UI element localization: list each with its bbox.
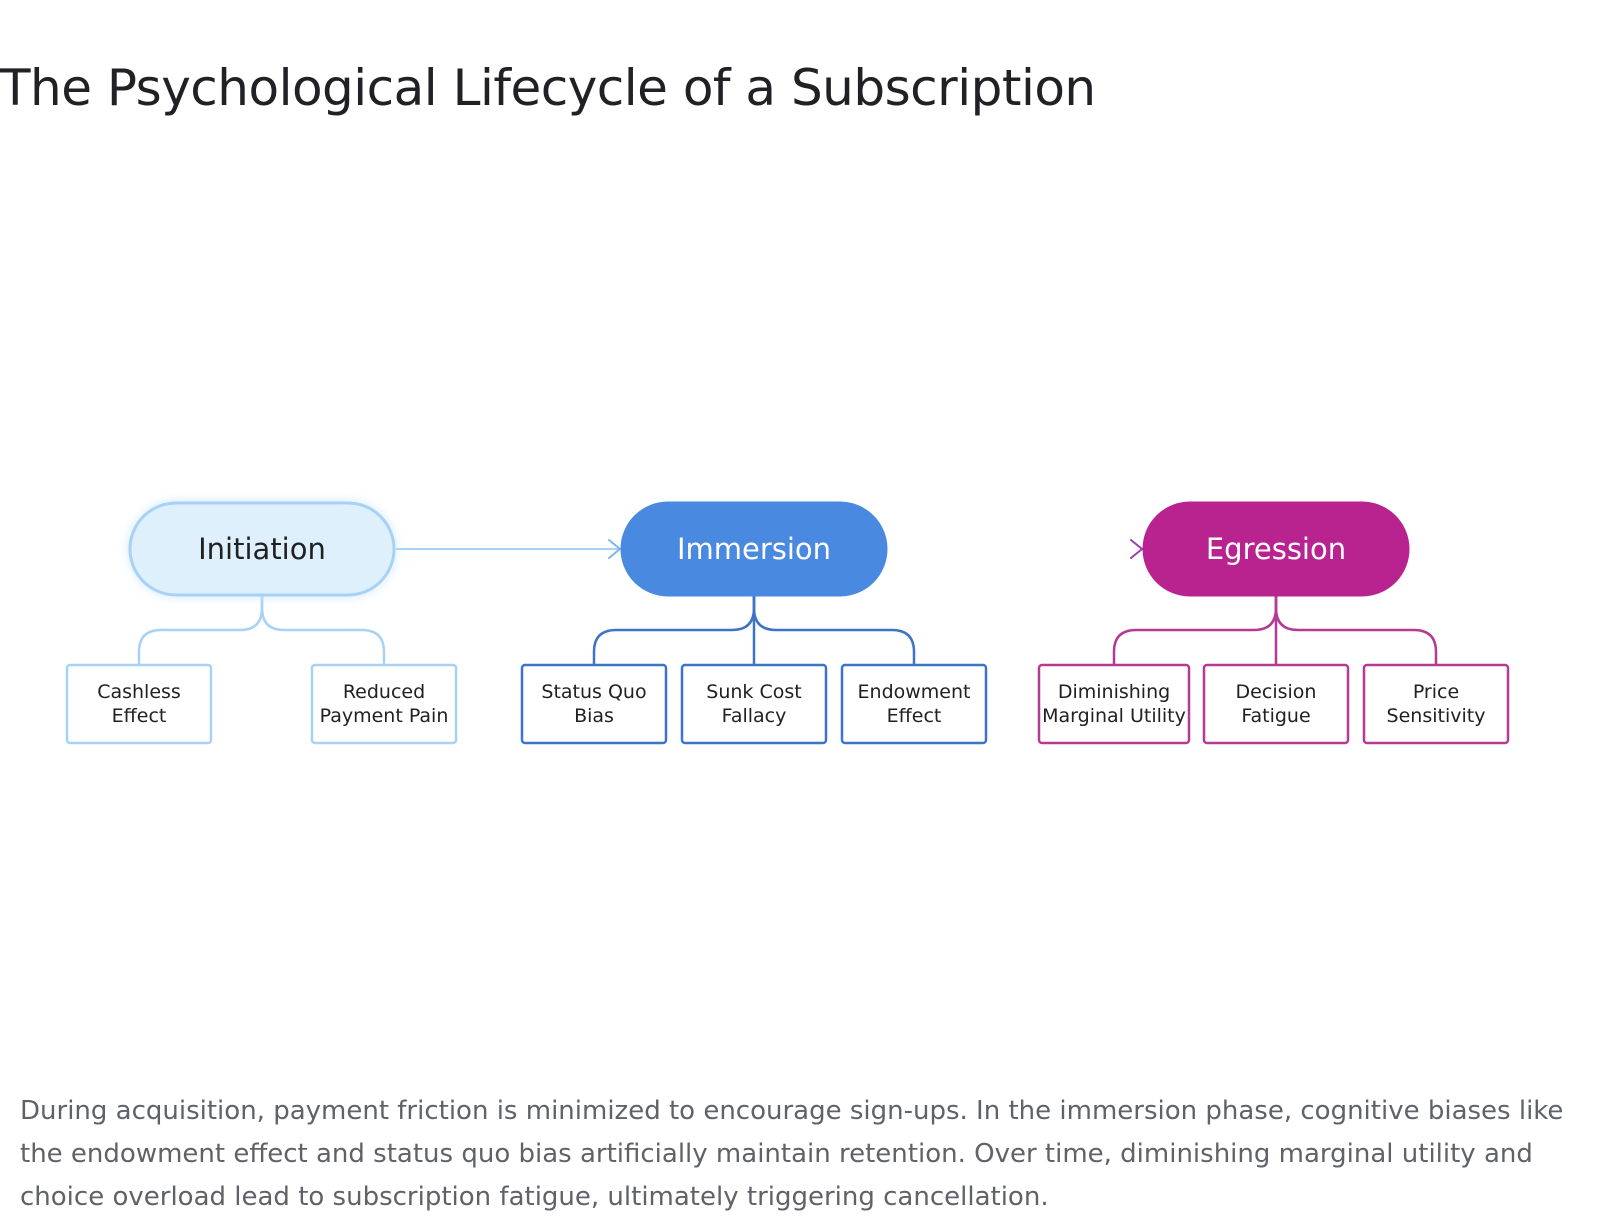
connector-egression-0 xyxy=(1112,595,1278,665)
connector-initiation-1 xyxy=(260,595,386,665)
leaf-label-immersion-1-line0: Sunk Cost xyxy=(706,681,801,703)
leaf-label-initiation-1-line1: Payment Pain xyxy=(320,705,449,727)
connector-immersion-2 xyxy=(752,595,916,665)
leaf-box-immersion-0 xyxy=(520,663,668,745)
leaf-box-initiation-1 xyxy=(310,663,458,745)
leaf-box-egression-2 xyxy=(1362,663,1510,745)
leaf-label-immersion-2-line1: Effect xyxy=(887,705,942,727)
leaf-box-immersion-2 xyxy=(840,663,988,745)
page-title: The Psychological Lifecycle of a Subscri… xyxy=(0,59,1096,117)
leaf-label-immersion-0-line1: Bias xyxy=(574,705,614,727)
leaf-box-initiation-0 xyxy=(65,663,213,745)
phase-label-immersion: Immersion xyxy=(677,532,831,566)
arrow-head-icon xyxy=(1130,539,1143,559)
phase-node-immersion xyxy=(620,501,888,597)
leaf-label-initiation-0-line1: Effect xyxy=(112,705,167,727)
connector-immersion-0 xyxy=(592,595,756,665)
diagram-caption: During acquisition, payment friction is … xyxy=(20,1096,1564,1212)
leaf-label-immersion-0-line0: Status Quo xyxy=(541,681,646,703)
connector-egression-2 xyxy=(1274,595,1438,665)
leaf-label-egression-0-line0: Diminishing xyxy=(1058,681,1170,703)
arrow-head-icon xyxy=(608,539,621,559)
phase-label-egression: Egression xyxy=(1206,532,1346,566)
phase-node-initiation xyxy=(128,501,396,597)
leaf-label-immersion-2-line0: Endowment xyxy=(858,681,971,703)
leaf-label-egression-1-line0: Decision xyxy=(1236,681,1317,703)
leaf-label-egression-0-line1: Marginal Utility xyxy=(1042,705,1186,727)
leaf-label-initiation-1-line0: Reduced xyxy=(343,681,425,703)
leaf-label-egression-1-line1: Fatigue xyxy=(1241,705,1310,727)
leaf-box-immersion-1 xyxy=(680,663,828,745)
leaf-label-egression-2-line0: Price xyxy=(1413,681,1459,703)
leaf-box-egression-1 xyxy=(1202,663,1350,745)
leaf-label-egression-2-line1: Sensitivity xyxy=(1387,705,1486,727)
leaf-label-immersion-1-line1: Fallacy xyxy=(722,705,787,727)
phase-node-egression xyxy=(1142,501,1410,597)
phase-label-initiation: Initiation xyxy=(198,532,326,566)
leaf-box-egression-0 xyxy=(1037,663,1191,745)
leaf-label-initiation-0-line0: Cashless xyxy=(97,681,181,703)
connector-initiation-0 xyxy=(137,595,264,665)
